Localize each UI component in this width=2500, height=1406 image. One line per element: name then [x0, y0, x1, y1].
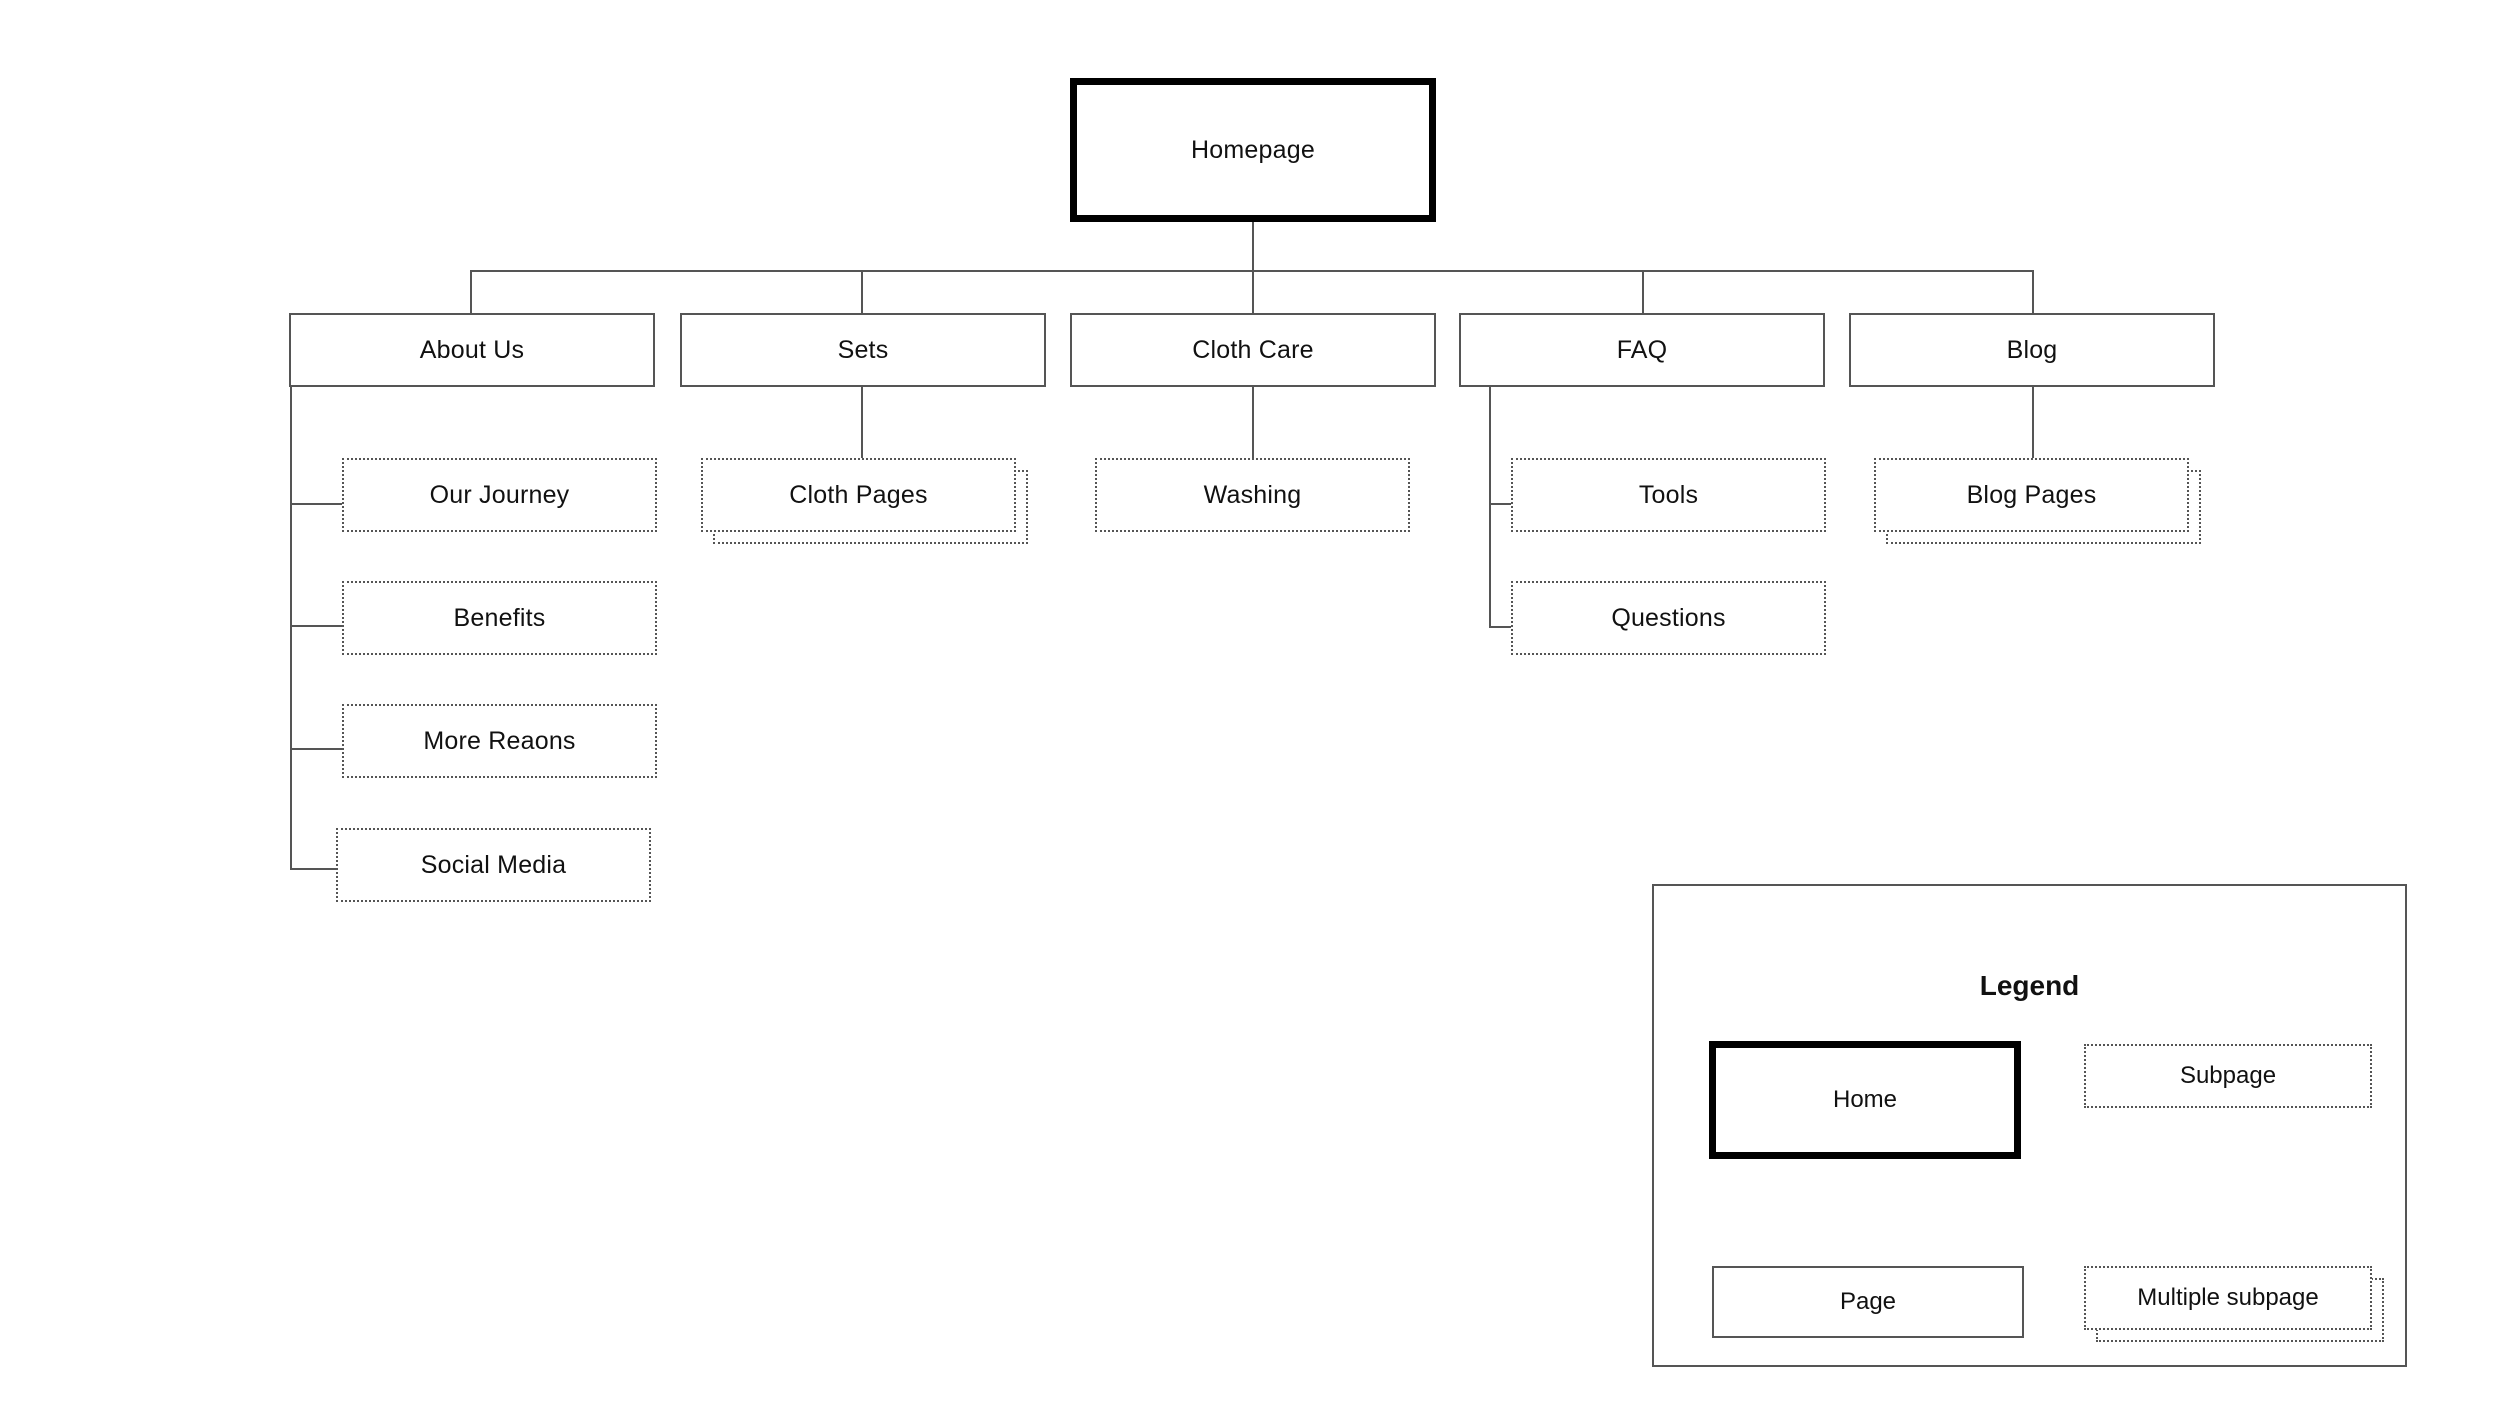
- node-label: Blog: [2006, 335, 2058, 364]
- node-label: About Us: [419, 335, 525, 364]
- node-label: Tools: [1638, 480, 1699, 509]
- node-about-us[interactable]: About Us: [289, 313, 655, 387]
- node-sets[interactable]: Sets: [680, 313, 1046, 387]
- node-homepage[interactable]: Homepage: [1070, 78, 1436, 222]
- node-label: Sets: [837, 335, 889, 364]
- legend-label: Multiple subpage: [2137, 1284, 2319, 1311]
- node-label: More Reaons: [423, 726, 576, 755]
- node-label: Benefits: [453, 603, 546, 632]
- connector-root-stem: [1252, 222, 1254, 270]
- node-our-journey[interactable]: Our Journey: [342, 458, 657, 532]
- connector-faq-stub-tools: [1489, 503, 1511, 505]
- node-faq[interactable]: FAQ: [1459, 313, 1825, 387]
- legend-label: Home: [1832, 1086, 1898, 1113]
- node-label: Questions: [1611, 603, 1726, 632]
- connector-about-us-trunk: [290, 387, 292, 868]
- connector-drop-blog: [2032, 270, 2034, 313]
- connector-sets-stem: [861, 387, 863, 458]
- node-label: Blog Pages: [1966, 480, 2097, 509]
- node-label: FAQ: [1616, 335, 1668, 364]
- node-questions[interactable]: Questions: [1511, 581, 1826, 655]
- node-blog[interactable]: Blog: [1849, 313, 2215, 387]
- connector-cloth-care-stem: [1252, 387, 1254, 458]
- node-social-media[interactable]: Social Media: [336, 828, 651, 902]
- node-label: Cloth Pages: [789, 480, 928, 509]
- legend-swatch-home: Home: [1709, 1041, 2021, 1159]
- connector-faq-trunk: [1489, 387, 1491, 628]
- node-cloth-pages[interactable]: Cloth Pages: [701, 458, 1016, 532]
- legend-label: Page: [1839, 1288, 1897, 1315]
- connector-drop-faq: [1642, 270, 1644, 313]
- connector-drop-about-us: [470, 270, 472, 313]
- connector-about-us-stub-social-media: [290, 868, 336, 870]
- node-label: Washing: [1203, 480, 1302, 509]
- node-more-reaons[interactable]: More Reaons: [342, 704, 657, 778]
- connector-drop-sets: [861, 270, 863, 313]
- connector-about-us-stub-benefits: [290, 625, 343, 627]
- legend-swatch-multiple-subpage: Multiple subpage: [2084, 1266, 2372, 1330]
- legend-panel: Legend Home Subpage Page Multiple subpag…: [1652, 884, 2407, 1367]
- node-label: Social Media: [420, 850, 567, 879]
- node-label: Cloth Care: [1192, 335, 1314, 364]
- connector-faq-stub-questions: [1489, 626, 1511, 628]
- node-blog-pages[interactable]: Blog Pages: [1874, 458, 2189, 532]
- connector-about-us-stub-more-reaons: [290, 748, 343, 750]
- node-cloth-care[interactable]: Cloth Care: [1070, 313, 1436, 387]
- connector-drop-cloth-care: [1252, 270, 1254, 313]
- connector-root-bus: [470, 270, 2032, 272]
- legend-swatch-subpage: Subpage: [2084, 1044, 2372, 1108]
- connector-about-us-stub-our-journey: [290, 503, 343, 505]
- node-label: Our Journey: [429, 480, 570, 509]
- legend-swatch-page: Page: [1712, 1266, 2024, 1338]
- node-benefits[interactable]: Benefits: [342, 581, 657, 655]
- node-tools[interactable]: Tools: [1511, 458, 1826, 532]
- node-washing[interactable]: Washing: [1095, 458, 1410, 532]
- legend-title: Legend: [1979, 970, 2080, 1001]
- connector-blog-stem: [2032, 387, 2034, 458]
- legend-label: Subpage: [2179, 1062, 2277, 1089]
- node-label: Homepage: [1191, 135, 1315, 164]
